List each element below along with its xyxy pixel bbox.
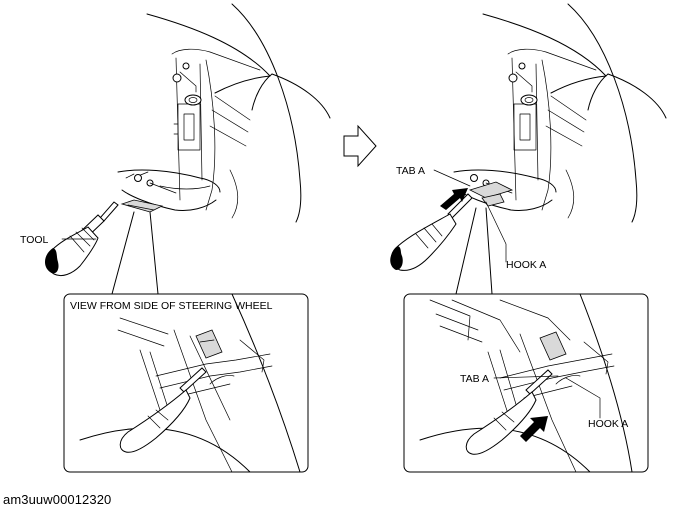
tool-label: TOOL: [20, 234, 49, 246]
left-detail-view: VIEW FROM SIDE OF STEERING WHEEL: [63, 293, 309, 473]
right-cover-illustration: [453, 3, 667, 223]
tab-a-leader-top: [433, 169, 471, 187]
tab-a-label-detail: TAB A: [460, 373, 489, 385]
view-note-label: VIEW FROM SIDE OF STEERING WHEEL: [70, 300, 273, 312]
detail-leader-right-2: [485, 207, 493, 295]
left-cover-illustration: [117, 3, 331, 223]
hook-a-label-top: HOOK A: [506, 259, 546, 271]
hook-a-leader-detail: [565, 377, 601, 419]
next-step-arrow: [343, 124, 377, 168]
tab-a-leader-detail: [493, 375, 559, 379]
screwdriver-tool-right: [390, 193, 473, 271]
push-arrow-detail-icon: [520, 416, 548, 442]
detail-leader-right-1: [455, 207, 477, 295]
figure-id-caption: am3uuw00012320: [3, 492, 112, 507]
hook-a-leader-top: [485, 201, 507, 263]
detail-leader-left-1: [111, 211, 135, 295]
hook-a-label-detail: HOOK A: [588, 418, 628, 430]
detail-leader-left-2: [149, 211, 159, 295]
right-detail-view: TAB A HOOK A: [403, 293, 649, 473]
tab-a-label-top: TAB A: [396, 165, 425, 177]
push-arrow-icon: [440, 188, 468, 210]
